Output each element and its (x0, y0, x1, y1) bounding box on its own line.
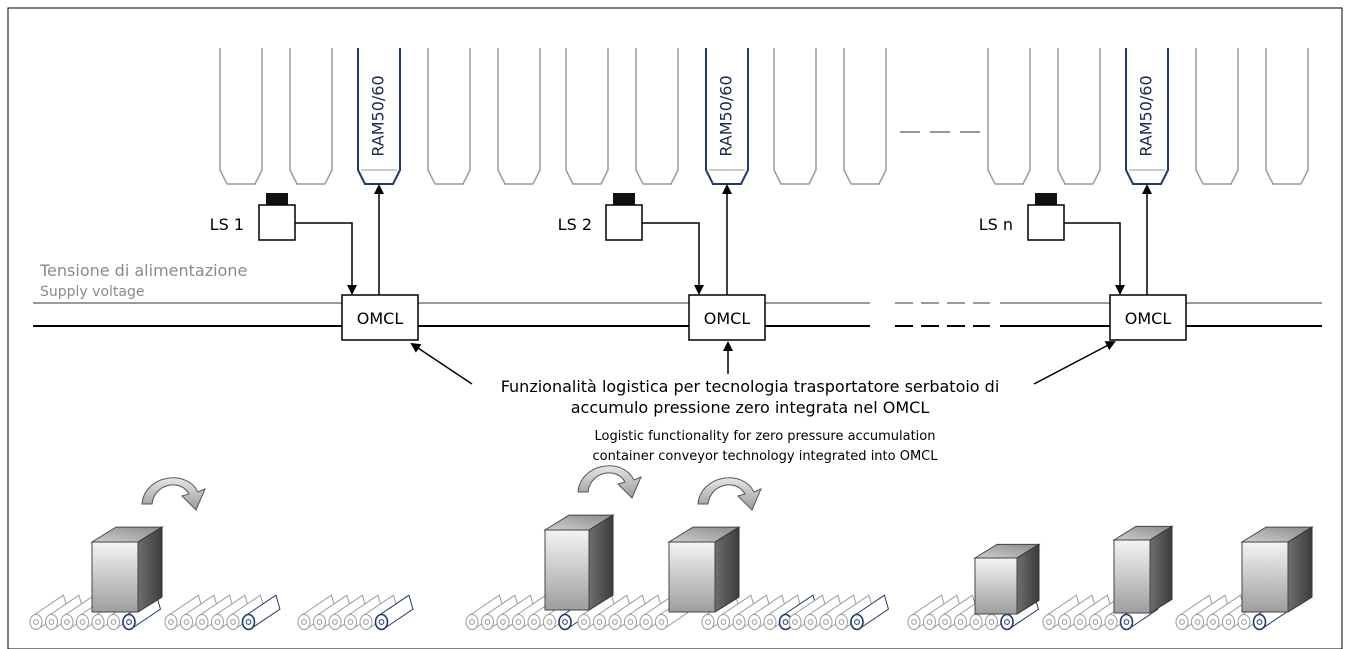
idle-roller (496, 594, 536, 630)
diagram-frame (7, 7, 1343, 649)
idle-roller (804, 594, 843, 630)
drive-roller-label: RAM50/60 (1137, 75, 1156, 156)
idle-roller (1175, 594, 1215, 630)
sensor-signal-wire (642, 222, 704, 295)
description-english-line2: container conveyor technology integrated… (593, 449, 939, 464)
idle-roller (180, 594, 219, 630)
sensor-signal-wire (295, 222, 357, 295)
description-italian-line1: Funzionalità logistica per tecnologia tr… (501, 377, 1000, 396)
idle-roller (732, 594, 772, 630)
roller-column (1265, 48, 1309, 185)
sensor-label-1: LS 1 (210, 215, 244, 234)
omcl-controller-2 (688, 294, 766, 341)
roller-column (635, 48, 679, 185)
container-box (90, 526, 164, 613)
light-sensor-1 (258, 204, 296, 241)
supply-label-english: Supply voltage (40, 284, 144, 300)
rotation-arrow-icon (697, 477, 762, 511)
description-english-line1: Logistic functionality for zero pressure… (595, 429, 936, 444)
idle-roller (29, 594, 69, 630)
omcl-controller-3 (1109, 294, 1187, 341)
roller-column (843, 48, 887, 185)
container-box (1112, 525, 1174, 614)
sensor-label-3: LS n (979, 215, 1013, 234)
idle-roller (512, 594, 551, 630)
drive-roller (241, 594, 281, 631)
roller-column (427, 48, 471, 185)
idle-roller (1042, 594, 1082, 630)
drive-roller-label: RAM50/60 (717, 75, 736, 156)
idle-roller (313, 594, 352, 630)
light-sensor-3 (1027, 204, 1065, 241)
roller-column (497, 48, 541, 185)
drive-roller-label: RAM50/60 (369, 75, 388, 156)
idle-roller (835, 594, 874, 630)
control-units: LS 1 OMCL LS 2 OMCL LS n OMCL (210, 184, 1187, 341)
idle-roller (819, 594, 859, 630)
container-box (543, 514, 615, 611)
roller-column (773, 48, 817, 185)
omcl-label: OMCL (1125, 309, 1172, 328)
roller-column (987, 48, 1031, 185)
roller-column (289, 48, 333, 185)
idle-roller (297, 594, 337, 630)
container-box (973, 543, 1041, 615)
container-box (1240, 526, 1314, 613)
sensor-label-2: LS 2 (558, 215, 592, 234)
rotation-arrow-icon (141, 477, 206, 511)
omcl-label: OMCL (704, 309, 751, 328)
drive-roller (374, 594, 414, 631)
rotation-arrow-icon (577, 465, 642, 499)
idle-roller (359, 594, 399, 630)
roller-columns: RAM50/60 RAM50/60 RAM50/60 (219, 48, 1309, 185)
drive-roller (850, 594, 890, 631)
conveyor-illustrations (29, 465, 1314, 631)
idle-roller (45, 594, 84, 630)
omcl-controller-1 (341, 294, 419, 341)
sensor-cap (266, 193, 288, 205)
idle-roller (593, 594, 632, 630)
sensor-cap (613, 193, 635, 205)
roller-column (1195, 48, 1239, 185)
roller-column (565, 48, 609, 185)
sensor-signal-wire (1064, 222, 1125, 295)
container-box (667, 526, 741, 613)
description-arrow-right (1033, 341, 1116, 385)
supply-label-italian: Tensione di alimentazione (39, 261, 247, 280)
light-sensor-2 (605, 204, 643, 241)
idle-roller (465, 594, 505, 630)
description-arrow-left (410, 342, 473, 385)
sensor-cap (1035, 193, 1057, 205)
omcl-label: OMCL (357, 309, 404, 328)
idle-roller (577, 594, 617, 630)
idle-roller (164, 594, 204, 630)
roller-column (219, 48, 263, 185)
description-italian-line2: accumulo pressione zero integrata nel OM… (571, 398, 930, 417)
roller-column (1057, 48, 1101, 185)
idle-roller (938, 594, 978, 630)
